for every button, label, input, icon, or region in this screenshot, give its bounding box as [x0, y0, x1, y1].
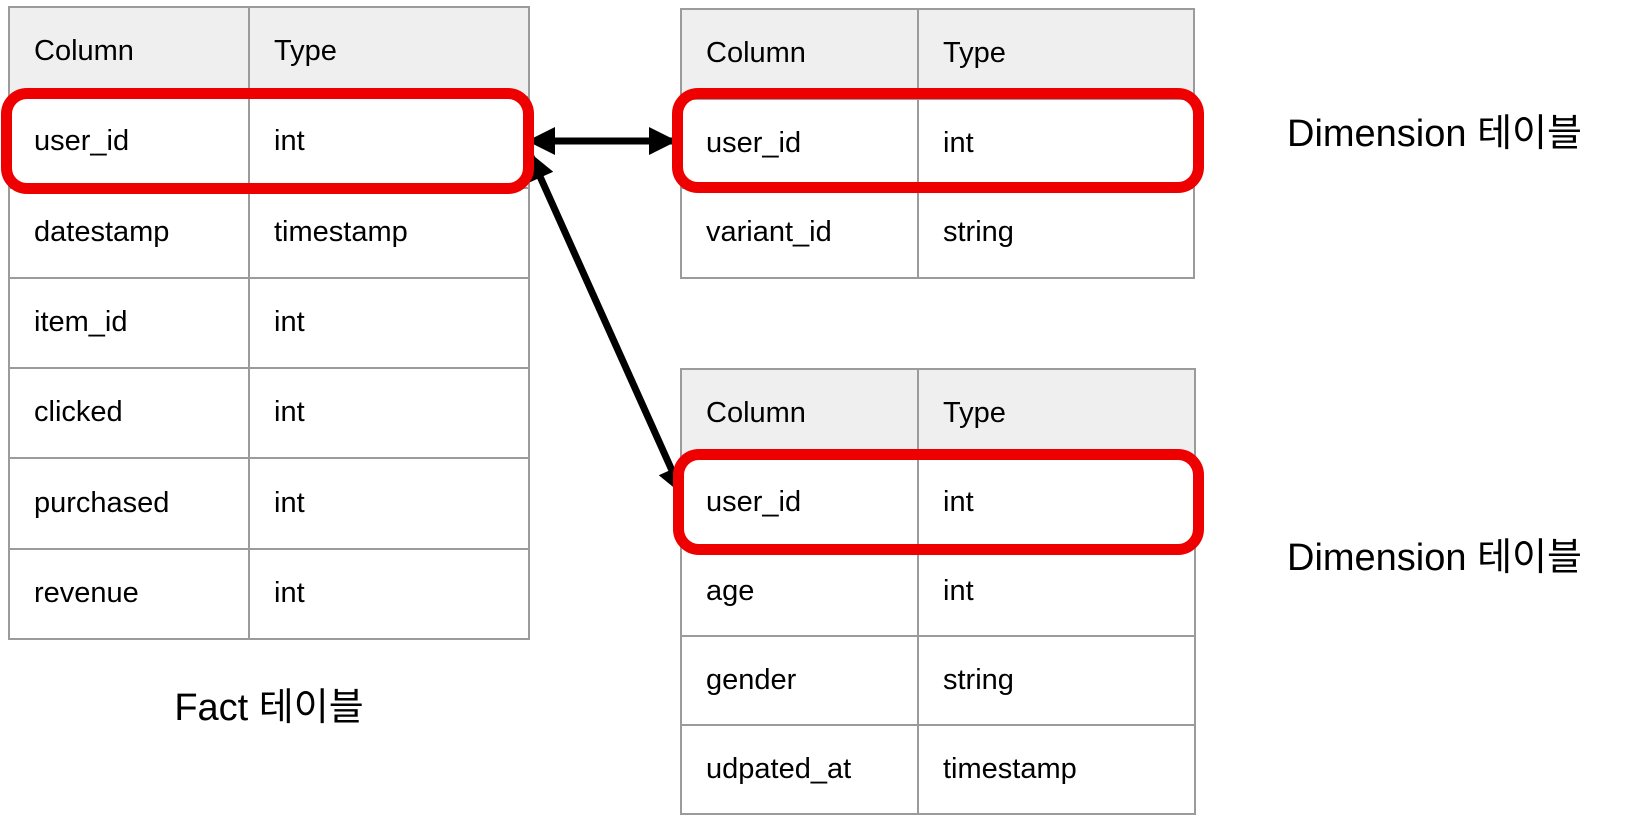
dimension-top-header-type: Type [918, 9, 1194, 99]
fact-cell-item-id-type: int [249, 277, 529, 369]
fact-cell-revenue: revenue [9, 548, 249, 639]
fact-table-label: Fact 테이블 [174, 687, 364, 729]
dimension-top-cell-variant-id-type: string [918, 188, 1194, 278]
dimension-bottom-cell-user-id-type: int [918, 458, 1195, 547]
dimension-bottom-cell-udpated-at-type: timestamp [918, 725, 1195, 814]
fact-cell-user-id: user_id [9, 97, 249, 188]
fact-header-type: Type [249, 7, 529, 98]
arrow-fact-to-dimension-bottom [525, 150, 687, 497]
dimension-bottom-cell-age-type: int [918, 547, 1195, 636]
dimension-top-cell-variant-id: variant_id [681, 188, 918, 278]
fact-header-column: Column [9, 7, 249, 98]
dimension-bottom-header-type: Type [918, 369, 1195, 458]
fact-cell-datestamp-type: timestamp [249, 187, 529, 278]
fact-cell-purchased: purchased [9, 458, 249, 549]
dimension-table-top: Column Type user_id int variant_id strin… [680, 8, 1195, 279]
fact-cell-revenue-type: int [249, 548, 529, 639]
dimension-top-cell-user-id: user_id [681, 98, 918, 189]
dimension-table-top-label: Dimension 테이블 [1287, 113, 1582, 155]
fact-cell-clicked-type: int [249, 368, 529, 459]
fact-cell-clicked: clicked [9, 368, 249, 459]
fact-cell-item-id: item_id [9, 277, 249, 369]
fact-cell-user-id-type: int [249, 97, 529, 188]
dimension-bottom-cell-gender: gender [681, 636, 918, 725]
dimension-bottom-header-column: Column [681, 369, 918, 458]
dimension-table-bottom-label: Dimension 테이블 [1287, 537, 1582, 579]
fact-table: Column Type user_id int datestamp timest… [8, 6, 530, 640]
dimension-bottom-cell-age: age [681, 547, 918, 636]
dimension-table-bottom: Column Type user_id int age int gender s… [680, 368, 1196, 815]
fact-cell-purchased-type: int [249, 458, 529, 549]
dimension-bottom-cell-user-id: user_id [681, 458, 918, 547]
dimension-top-cell-user-id-type: int [918, 98, 1194, 189]
fact-cell-datestamp: datestamp [9, 187, 249, 278]
dimension-top-header-column: Column [681, 9, 918, 99]
dimension-bottom-cell-udpated-at: udpated_at [681, 725, 918, 814]
dimension-bottom-cell-gender-type: string [918, 636, 1195, 725]
